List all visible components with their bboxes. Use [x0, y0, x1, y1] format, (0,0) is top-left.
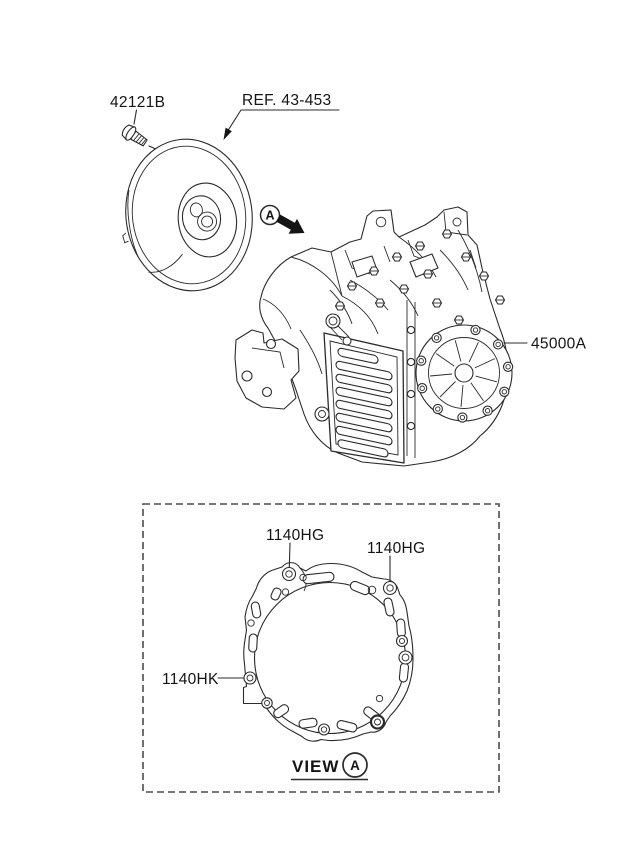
detail-view-box — [142, 503, 500, 793]
part-label-1140hg-2: 1140HG — [367, 540, 425, 557]
leader-1140hg-1 — [288, 542, 291, 568]
part-label-1140hg-1: 1140HG — [266, 527, 324, 544]
ref-label: REF. 43-453 — [242, 92, 331, 109]
part-label-42121b: 42121B — [110, 94, 165, 111]
ribbed-pan-drawing — [323, 332, 405, 464]
torque-converter-drawing — [122, 138, 253, 292]
sensor-drawing — [325, 313, 352, 346]
view-a-caption: VIEW A — [291, 752, 368, 781]
gasket-drawing — [242, 562, 414, 742]
part-label-45000a: 45000A — [531, 336, 587, 353]
transaxle-drawing — [234, 206, 514, 467]
view-label: VIEW — [292, 757, 339, 776]
gasket-bolt-hole-left — [243, 671, 257, 685]
clutch-housing-drawing — [415, 324, 514, 423]
part-label-1140hk: 1140HK — [162, 671, 219, 688]
section-a-marker: A — [259, 204, 281, 226]
top-bolts-drawing — [334, 229, 506, 325]
view-a-letter: A — [350, 758, 360, 773]
section-a-arrow-icon — [276, 214, 305, 234]
section-a-letter: A — [265, 209, 274, 223]
gasket-bolt-hole-top-right — [382, 580, 398, 596]
view-a-marker — [342, 752, 368, 778]
ref-arrowhead-icon — [223, 127, 232, 140]
gasket-bolt-hole-top-left — [281, 566, 297, 582]
ref-43-453-leader — [223, 109, 340, 140]
